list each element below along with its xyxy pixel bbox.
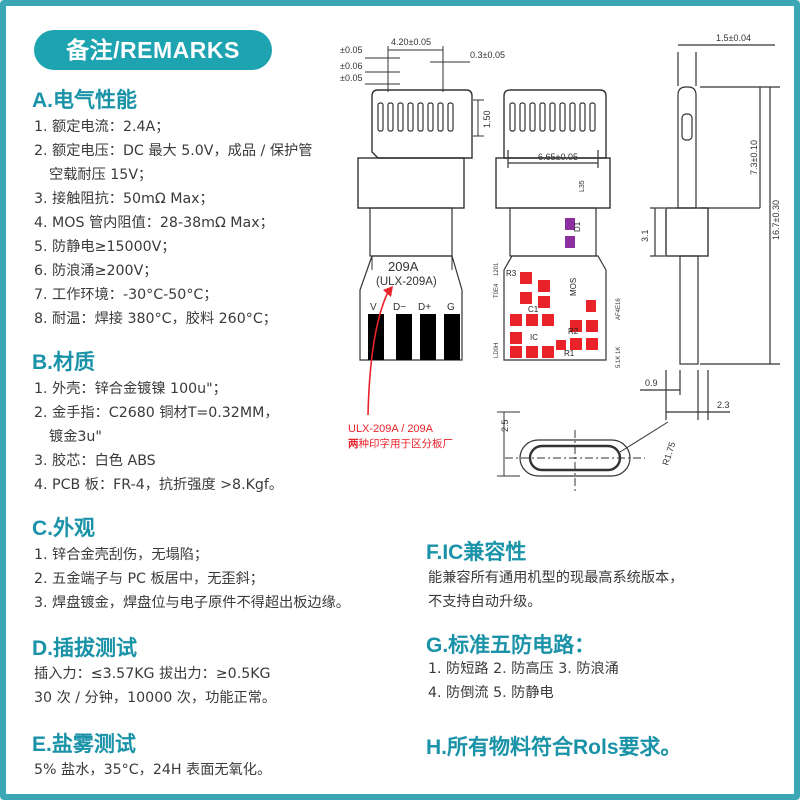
section-f-item: 能兼容所有通用机型的现最高系统版本， bbox=[428, 570, 684, 586]
label-209a: 209A bbox=[388, 259, 419, 274]
dim-text: 3.1 bbox=[640, 229, 650, 242]
dim-text: ±0.06 bbox=[340, 61, 362, 71]
dim-text: 0.9 bbox=[645, 378, 658, 388]
side-view bbox=[640, 44, 780, 420]
section-a-item: 3. 接触阻抗：50mΩ Max； bbox=[34, 191, 214, 207]
section-b-item: 镀金3u" bbox=[49, 429, 102, 445]
dim-text: 1.50 bbox=[482, 110, 492, 128]
section-d-item: 30 次 / 分钟，10000 次，功能正常。 bbox=[34, 690, 277, 706]
pcb-label-mos: MOS bbox=[569, 278, 578, 296]
back-view bbox=[495, 89, 611, 361]
dim-text: ±0.05 bbox=[340, 45, 362, 55]
section-b-title: B.材质 bbox=[32, 351, 95, 374]
section-c-item: 2. 五金端子与 PC 板居中，无歪斜； bbox=[34, 571, 264, 587]
d1-pad bbox=[565, 236, 575, 248]
section-a-item: 1. 额定电流：2.4A； bbox=[34, 119, 170, 135]
dim-text: L35 bbox=[579, 180, 586, 192]
d1-pad bbox=[565, 218, 575, 230]
dim-text: ±0.05 bbox=[340, 73, 362, 83]
section-h-title: H.所有物料符合Rols要求。 bbox=[426, 736, 682, 759]
dim-text: 1.5±0.04 bbox=[716, 33, 751, 43]
red-arrow bbox=[367, 286, 393, 416]
pcb-label-r3: R3 bbox=[506, 269, 517, 278]
section-d-title: D.插拔测试 bbox=[32, 637, 137, 660]
note-red2-a: 两 bbox=[348, 438, 359, 450]
section-a-item: 4. MOS 管内阻值：28-38mΩ Max； bbox=[34, 215, 274, 231]
pcb-label-l0: T0E4 bbox=[494, 283, 500, 298]
pcb-pads bbox=[510, 272, 598, 358]
dim-text: 7.3±0.10 bbox=[749, 140, 759, 175]
pcb-label-r2: R2 bbox=[568, 327, 579, 336]
note-red: ULX-209A / 209A bbox=[348, 423, 434, 435]
remarks-badge: 备注/REMARKS bbox=[34, 30, 272, 70]
dim-text: 2.3 bbox=[717, 400, 730, 410]
section-a-item: 8. 耐温：焊接 380°C，胶料 260°C； bbox=[34, 311, 277, 327]
dim-text: R1.75 bbox=[660, 441, 677, 467]
section-c-item: 1. 锌合金壳刮伤，无塌陷； bbox=[34, 547, 209, 563]
end-view bbox=[497, 411, 669, 492]
section-a-item: 空载耐压 15V； bbox=[49, 167, 153, 183]
label-ulx: (ULX-209A) bbox=[376, 276, 437, 288]
section-b-item: 3. 胶芯：白色 ABS bbox=[34, 453, 156, 469]
pcb-label-c1: C1 bbox=[528, 305, 539, 314]
section-a-item: 5. 防静电≥15000V； bbox=[34, 239, 176, 255]
section-e-item: 5% 盐水，35°C，24H 表面无氧化。 bbox=[34, 762, 272, 778]
pin-g: G bbox=[447, 302, 455, 313]
section-a-item: 6. 防浪涌≥200V； bbox=[34, 263, 158, 279]
section-g-item: 4. 防倒流 5. 防静电 bbox=[428, 685, 554, 701]
section-b-item: 1. 外壳：锌合金镀镍 100u"； bbox=[34, 381, 227, 397]
section-a-title: A.电气性能 bbox=[32, 89, 137, 112]
dim-text: 16.7±0.30 bbox=[771, 200, 781, 240]
pcb-label-d1: D1 bbox=[573, 221, 582, 232]
pin-d-minus: D− bbox=[393, 302, 406, 313]
front-view bbox=[357, 89, 473, 361]
dim-text: 2.5 bbox=[500, 419, 510, 432]
pcb-label-ic: IC bbox=[530, 333, 538, 342]
note-red2: 两种印字用于区分板厂 bbox=[348, 437, 453, 450]
section-a-item: 7. 工作环境：-30°C-50°C； bbox=[34, 287, 218, 303]
pin-v: V bbox=[370, 302, 377, 313]
section-g-title: G.标准五防电路： bbox=[426, 634, 596, 657]
dim-text: 0.3±0.05 bbox=[470, 50, 505, 60]
section-e-title: E.盐雾测试 bbox=[32, 733, 136, 756]
pcb-label-l1: 1201 bbox=[494, 262, 500, 276]
dim-text: 6.65±0.05 bbox=[538, 152, 578, 162]
section-b-item: 2. 金手指：C2680 铜材T=0.32MM， bbox=[34, 405, 279, 421]
section-d-item: 插入力：≤3.57KG 拔出力：≥0.5KG bbox=[34, 666, 271, 682]
pcb-label-side1: AF4E16 bbox=[616, 298, 622, 320]
section-c-title: C.外观 bbox=[32, 517, 95, 540]
pcb-label-r1: R1 bbox=[564, 349, 575, 358]
section-c-item: 3. 焊盘镀金，焊盘位与电子原件不得超出板边缘。 bbox=[34, 595, 350, 611]
pcb-label-side2: 5.1K 1K bbox=[616, 347, 622, 368]
section-b-item: 4. PCB 板：FR-4，抗折强度 >8.Kgf。 bbox=[34, 477, 284, 493]
dim-text: 4.20±0.05 bbox=[391, 37, 431, 47]
pcb-label-ld: LD0H bbox=[494, 343, 500, 358]
section-a-item: 2. 额定电压：DC 最大 5.0V，成品 / 保护管 bbox=[34, 143, 313, 159]
section-f-title: F.IC兼容性 bbox=[426, 541, 527, 564]
section-f-item: 不支持自动升级。 bbox=[428, 594, 542, 610]
note-red2-b: 种印字用于区分板厂 bbox=[359, 437, 454, 450]
section-g-item: 1. 防短路 2. 防高压 3. 防浪涌 bbox=[428, 661, 619, 677]
pin-d-plus: D+ bbox=[418, 302, 431, 313]
